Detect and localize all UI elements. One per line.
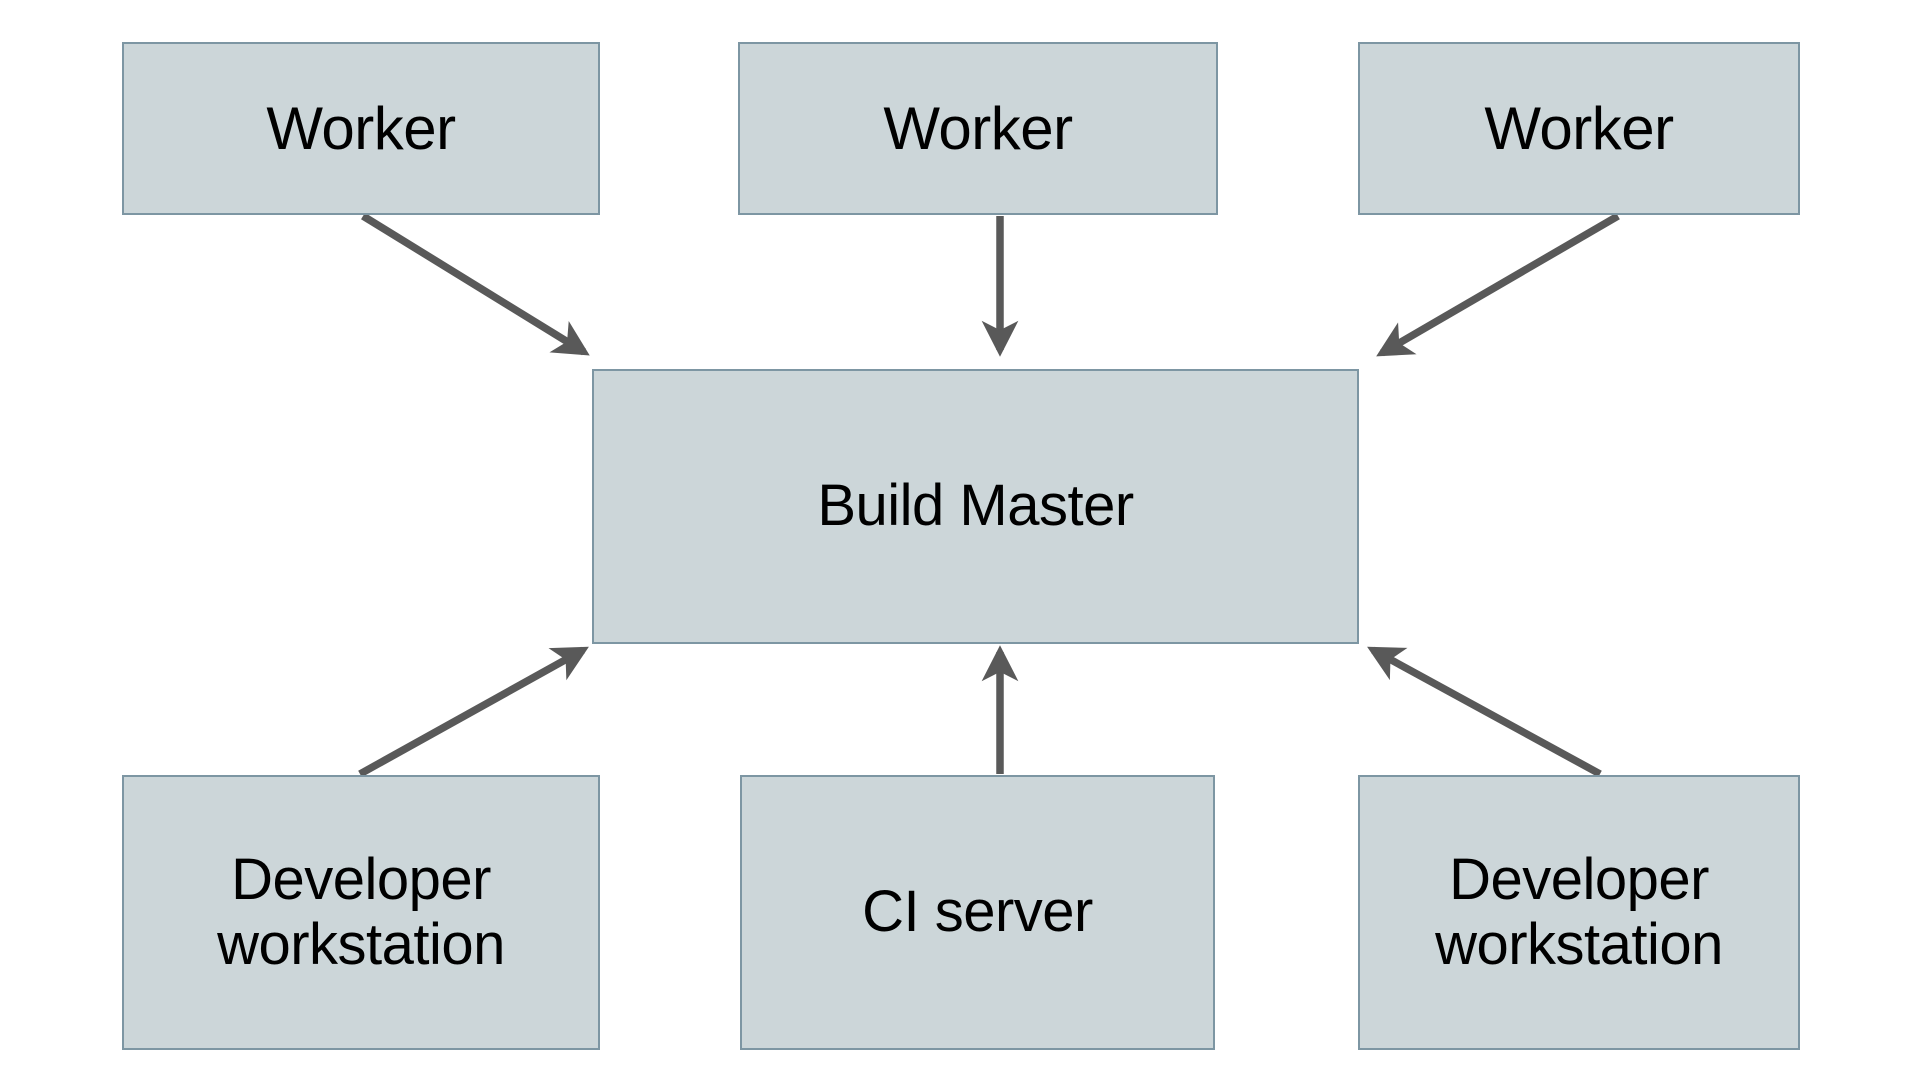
node-label: Build Master — [817, 473, 1134, 539]
node-label: CI server — [862, 879, 1093, 945]
node-worker-middle[interactable]: Worker — [738, 42, 1218, 215]
node-label: Worker — [266, 94, 456, 162]
node-developer-workstation-left[interactable]: Developer workstation — [122, 775, 600, 1050]
node-label: Worker — [1484, 94, 1674, 162]
node-developer-workstation-right[interactable]: Developer workstation — [1358, 775, 1800, 1050]
edge-dev-left-to-build-master — [358, 646, 589, 778]
node-label: Developer workstation — [217, 846, 505, 977]
edge-worker-left-to-build-master — [361, 212, 590, 356]
node-label: Developer workstation — [1435, 846, 1723, 977]
edge-worker-right-to-build-master — [1376, 212, 1620, 357]
node-worker-left[interactable]: Worker — [122, 42, 600, 215]
node-label: Worker — [883, 94, 1073, 162]
node-ci-server[interactable]: CI server — [740, 775, 1215, 1050]
node-build-master[interactable]: Build Master — [592, 369, 1359, 644]
node-worker-right[interactable]: Worker — [1358, 42, 1800, 215]
edge-dev-right-to-build-master — [1367, 646, 1602, 778]
